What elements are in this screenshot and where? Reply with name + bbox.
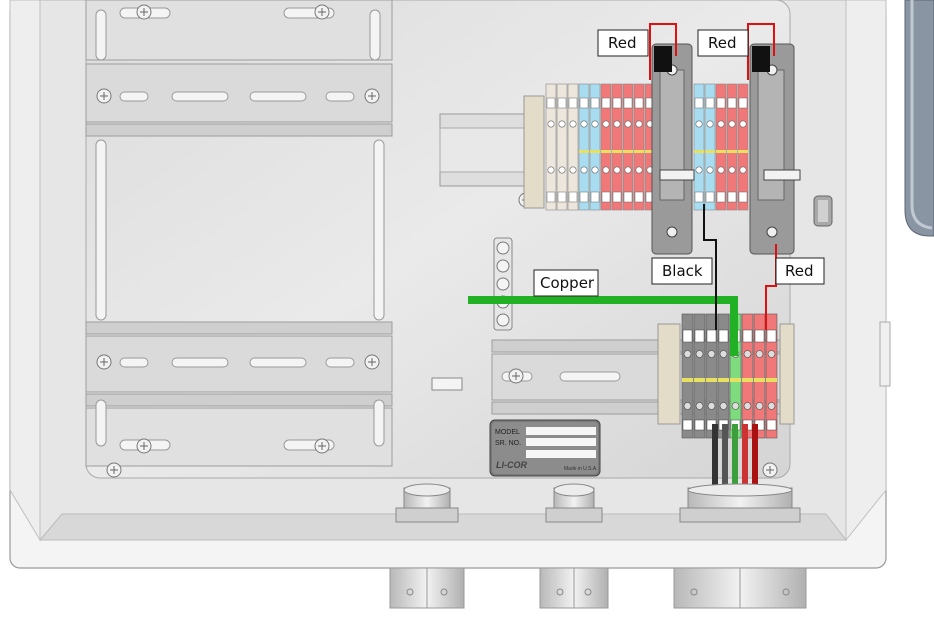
terminal-block bbox=[705, 313, 718, 439]
copper-ground-bar-drop bbox=[730, 296, 738, 356]
callout-black-text: Black bbox=[662, 262, 703, 280]
nameplate-model-label: MODEL bbox=[495, 429, 520, 436]
terminal-block bbox=[704, 83, 716, 211]
screw bbox=[762, 462, 778, 478]
terminal-block bbox=[622, 83, 634, 211]
terminal-block bbox=[741, 313, 754, 439]
callout-red-3-text: Red bbox=[785, 262, 814, 280]
fuse-holder-1 bbox=[651, 43, 695, 255]
terminal-block bbox=[611, 83, 623, 211]
terminal-block bbox=[545, 83, 557, 211]
ground-terminal-block bbox=[493, 237, 513, 331]
screw bbox=[508, 368, 524, 384]
screw bbox=[96, 88, 112, 104]
red-wire-1 bbox=[649, 23, 677, 80]
terminal-block bbox=[693, 313, 706, 439]
callout-red-2-text: Red bbox=[708, 34, 737, 52]
terminal-block bbox=[717, 313, 730, 439]
cable-gland bbox=[389, 483, 465, 609]
terminal-block bbox=[693, 83, 705, 211]
screw bbox=[314, 4, 330, 20]
screw bbox=[106, 462, 122, 478]
callout-red-2: Red bbox=[697, 29, 749, 57]
screw bbox=[364, 88, 380, 104]
callout-red-1-text: Red bbox=[608, 34, 637, 52]
nameplate-brand: LI-COR bbox=[496, 460, 527, 470]
terminal-block bbox=[681, 313, 694, 439]
cable-glands bbox=[389, 483, 807, 609]
copper-ground-bar bbox=[468, 296, 736, 304]
terminal-block bbox=[556, 83, 568, 211]
nameplate-origin: Made in U.S.A. bbox=[564, 466, 598, 472]
terminal-block bbox=[600, 83, 612, 211]
black-wire bbox=[703, 204, 717, 330]
callout-black: Black bbox=[651, 257, 713, 285]
enclosure-handle bbox=[904, 0, 934, 237]
nameplate: MODEL SR. NO. LI-COR Made in U.S.A. bbox=[489, 419, 601, 477]
callout-copper: Copper bbox=[533, 269, 599, 297]
terminal-block bbox=[589, 83, 601, 211]
fuse-holder-2 bbox=[749, 43, 801, 255]
cable-drops bbox=[712, 424, 758, 492]
callout-copper-text: Copper bbox=[540, 274, 595, 292]
terminal-block bbox=[765, 313, 778, 439]
screw bbox=[136, 438, 152, 454]
lower-terminal-strip bbox=[657, 313, 795, 439]
small-connector bbox=[431, 377, 463, 391]
screw bbox=[96, 354, 112, 370]
terminal-block bbox=[567, 83, 579, 211]
cable-gland bbox=[673, 483, 807, 609]
callout-red-1: Red bbox=[597, 29, 649, 57]
nameplate-serial-label: SR. NO. bbox=[495, 440, 521, 447]
side-latch bbox=[879, 321, 891, 387]
terminal-block bbox=[633, 83, 645, 211]
callout-red-3: Red bbox=[775, 257, 825, 285]
terminal-block bbox=[726, 83, 738, 211]
din-rail-upper-right bbox=[439, 113, 531, 187]
upper-terminal-strip bbox=[523, 83, 749, 211]
din-rail-bracket-bottom-left bbox=[85, 321, 393, 467]
cable-gland bbox=[539, 483, 609, 609]
terminal-block bbox=[753, 313, 766, 439]
side-bolt bbox=[813, 195, 833, 227]
terminal-block bbox=[715, 83, 727, 211]
screw bbox=[136, 4, 152, 20]
terminal-block bbox=[578, 83, 590, 211]
screw bbox=[314, 438, 330, 454]
screw bbox=[364, 354, 380, 370]
terminal-block bbox=[737, 83, 749, 211]
